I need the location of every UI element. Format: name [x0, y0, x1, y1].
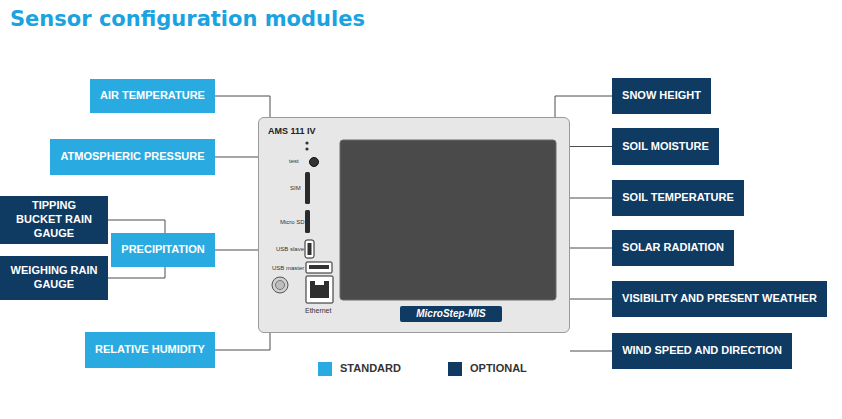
sensor-name: WIND SPEED AND DIRECTION — [622, 344, 782, 358]
device-model: AMS 111 IV — [268, 126, 316, 136]
sensor-name: VISIBILITY AND PRESENT WEATHER — [622, 292, 817, 306]
diagram-title: Sensor configuration modules — [10, 7, 365, 31]
port-label: test — [289, 158, 299, 164]
leader-line — [570, 299, 612, 300]
port-label: USB slave — [276, 246, 304, 252]
leader-line — [570, 248, 612, 249]
leader-line — [570, 146, 612, 147]
legend-swatch — [448, 362, 462, 376]
logger-housing: AMS 111 IV — [258, 117, 570, 333]
sensor-box: SOIL TEMPERATURE — [612, 180, 744, 216]
sensor-name: ATMOSPHERIC PRESSURE — [60, 150, 204, 164]
sensor-name: SOLAR RADIATION — [622, 241, 724, 255]
sensor-box: PRECIPITATION — [111, 233, 215, 267]
sensor-box: WEIGHING RAIN GAUGE — [0, 256, 108, 300]
leader-line — [570, 198, 612, 199]
sensor-name: AIR TEMPERATURE — [100, 89, 205, 103]
leader-line — [215, 157, 258, 158]
leader-line — [570, 351, 612, 352]
sensor-name: TIPPING BUCKET RAIN GAUGE — [10, 199, 98, 240]
sensor-box: ATMOSPHERIC PRESSURE — [50, 139, 215, 175]
sensor-name: WEIGHING RAIN GAUGE — [10, 264, 98, 292]
legend-text: OPTIONAL — [470, 362, 527, 374]
sensor-name: SOIL MOISTURE — [622, 140, 709, 154]
sensor-box: RELATIVE HUMIDITY — [85, 332, 215, 368]
port-label: Ethernet — [305, 307, 331, 314]
port-label: SIM — [290, 185, 301, 191]
leader-line — [108, 220, 165, 233]
leader-line — [555, 96, 612, 117]
legend-swatch — [318, 362, 332, 376]
sensor-box: SNOW HEIGHT — [612, 78, 711, 114]
sensor-name: SOIL TEMPERATURE — [622, 191, 733, 205]
leader-line — [215, 250, 258, 251]
sensor-name: PRECIPITATION — [121, 243, 204, 257]
sensor-name: RELATIVE HUMIDITY — [95, 343, 205, 357]
sensor-box: SOIL MOISTURE — [612, 128, 719, 165]
leader-line — [215, 96, 270, 117]
sensor-box: SOLAR RADIATION — [612, 230, 734, 266]
sensor-box: TIPPING BUCKET RAIN GAUGE — [0, 196, 108, 244]
sensor-name: SNOW HEIGHT — [622, 89, 701, 103]
port-label: Micro SD — [280, 219, 305, 225]
port-label: USB master — [272, 265, 304, 271]
brand-logo: MicroStep-MIS — [400, 306, 502, 322]
leader-line — [215, 333, 270, 350]
sensor-box: AIR TEMPERATURE — [90, 79, 215, 113]
sensor-box: WIND SPEED AND DIRECTION — [612, 333, 792, 369]
leader-line — [108, 267, 165, 278]
sensor-box: VISIBILITY AND PRESENT WEATHER — [612, 281, 827, 317]
legend-text: STANDARD — [340, 362, 401, 374]
